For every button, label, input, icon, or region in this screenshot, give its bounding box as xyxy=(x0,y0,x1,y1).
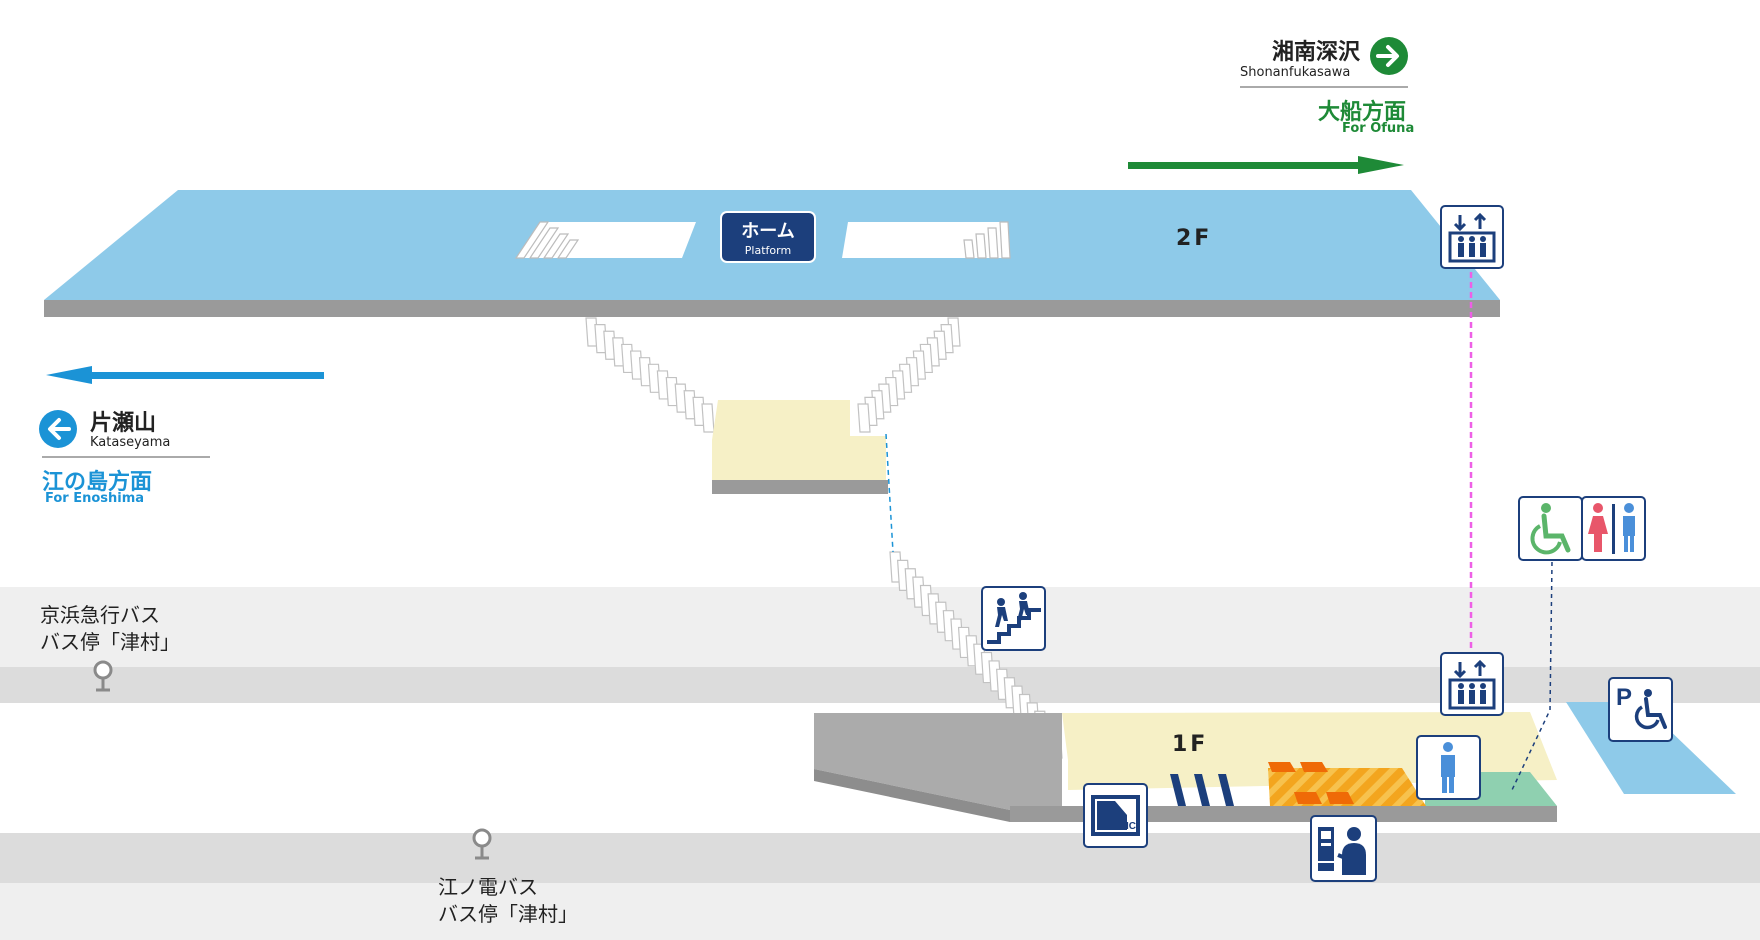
elevator-icon xyxy=(1440,652,1504,716)
direction-right-dest-jp: 大船方面 xyxy=(1318,100,1407,125)
arrow-left-circle-icon xyxy=(39,410,77,448)
platform-sign-en: Platform xyxy=(744,244,792,257)
direction-right-station-jp: 湘南深沢 xyxy=(1272,40,1361,65)
landing xyxy=(712,400,888,494)
accessible-parking-icon: P xyxy=(1608,677,1673,742)
road-band-lower-outer xyxy=(0,883,1760,940)
arrow-right-circle-icon xyxy=(1370,37,1408,75)
bus-stop-keikyu-line2: バス停「津村」 xyxy=(40,630,180,654)
svg-text:P: P xyxy=(1616,684,1632,711)
stairs-icon xyxy=(981,586,1046,651)
platform-sign-jp: ホーム xyxy=(741,221,795,242)
bus-stop-enoden-line1: 江ノ電バス xyxy=(438,875,538,899)
floor-label-1f: 1F xyxy=(1172,732,1209,757)
ic-card-reader-icon: IC xyxy=(1083,783,1148,848)
direction-left-dest-jp: 江の島方面 xyxy=(42,470,153,495)
svg-text:IC: IC xyxy=(1126,821,1136,832)
arrow-left xyxy=(46,366,324,384)
stairs-right xyxy=(857,317,961,433)
ticket-machine-icon xyxy=(1310,815,1377,882)
wheelchair-icon xyxy=(1518,496,1583,561)
direction-right-dest-en: For Ofuna xyxy=(1342,121,1415,136)
platform-sign: ホーム Platform xyxy=(722,213,814,261)
arrow-right xyxy=(1128,156,1404,174)
stair-step xyxy=(857,403,871,433)
accessible-toilet-link-line xyxy=(1511,561,1553,791)
bus-stop-label-keikyu: 京浜急行バス バス停「津村」 xyxy=(40,602,180,656)
bus-stop-enoden-line2: バス停「津村」 xyxy=(438,902,578,926)
floor-label-2f: 2F xyxy=(1176,226,1213,251)
restroom-icon xyxy=(1581,496,1646,561)
stair-step xyxy=(701,403,715,433)
stairs-left xyxy=(585,317,715,433)
bus-stop-keikyu-line1: 京浜急行バス xyxy=(40,603,160,627)
bus-stop-icon xyxy=(93,660,113,692)
direction-left-station-jp: 片瀬山 xyxy=(90,411,157,436)
landing-link-line xyxy=(885,433,894,553)
concourse-1f xyxy=(814,712,1557,822)
direction-right-station-en: Shonanfukasawa xyxy=(1240,65,1351,80)
road-band-lower xyxy=(0,833,1760,883)
bus-stop-icon xyxy=(472,828,492,860)
bus-stop-label-enoden: 江ノ電バス バス停「津村」 xyxy=(438,874,578,928)
direction-left-dest-en: For Enoshima xyxy=(45,491,145,506)
accessible-toilet-icon xyxy=(1416,735,1481,800)
elevator-icon xyxy=(1440,205,1504,269)
direction-left-station-en: Kataseyama xyxy=(90,435,171,450)
